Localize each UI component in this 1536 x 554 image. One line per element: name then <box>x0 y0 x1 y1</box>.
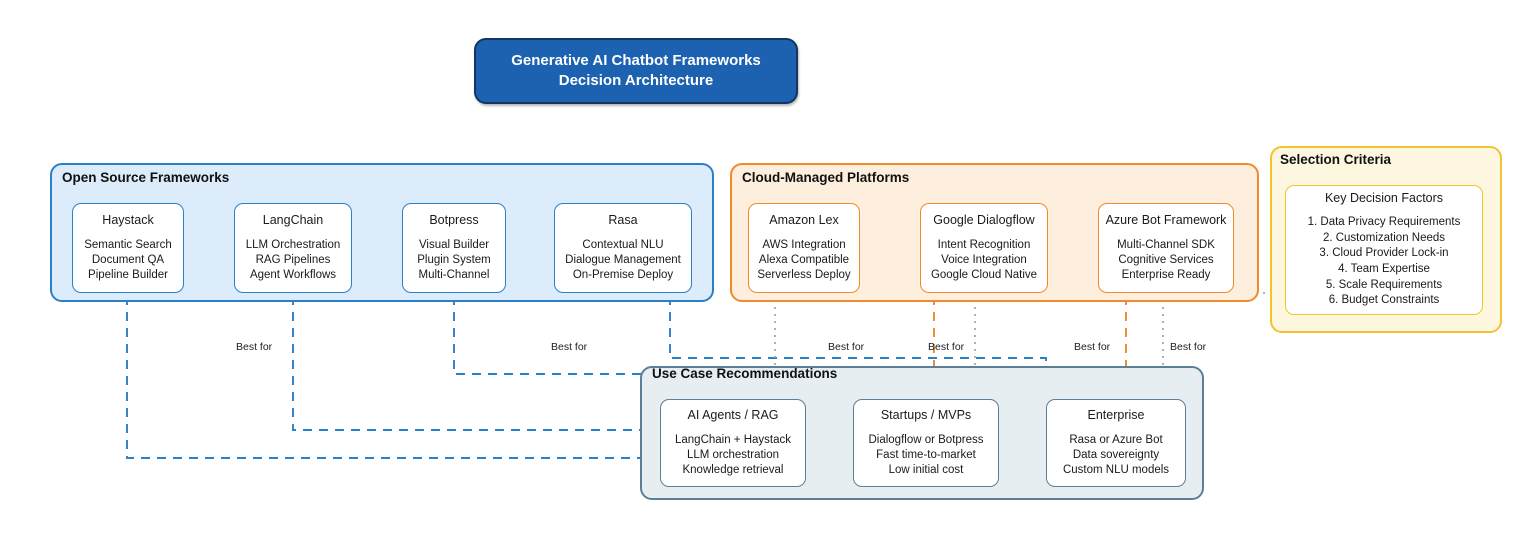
card-botpress-features: Visual Builder Plugin System Multi-Chann… <box>417 238 491 282</box>
edge-haystack-to-ai-agents <box>126 296 668 465</box>
card-key-decision-factors-features: 1. Data Privacy Requirements 2. Customiz… <box>1307 216 1461 307</box>
card-haystack-features: Semantic Search Document QA Pipeline Bui… <box>84 238 172 282</box>
card-ai-agents-rag-features: LangChain + Haystack LLM orchestration K… <box>674 433 792 477</box>
group-title-open-source: Open Source Frameworks <box>62 170 230 185</box>
card-rasa-features: Contextual NLU Dialogue Management On-Pr… <box>565 238 681 282</box>
card-google-dialogflow[interactable]: Google Dialogflow Intent Recognition Voi… <box>920 203 1048 293</box>
card-azure-bot-framework[interactable]: Azure Bot Framework Multi-Channel SDK Co… <box>1098 203 1234 293</box>
card-enterprise-features: Rasa or Azure Bot Data sovereignty Custo… <box>1062 433 1170 477</box>
card-enterprise-title: Enterprise <box>1087 407 1145 422</box>
card-ai-agents-rag[interactable]: AI Agents / RAG LangChain + Haystack LLM… <box>660 399 806 487</box>
group-title-selection-criteria: Selection Criteria <box>1280 152 1392 167</box>
card-startups-mvps-title: Startups / MVPs <box>880 407 972 422</box>
title-line-2: Decision Architecture <box>558 72 714 89</box>
card-rasa-title: Rasa <box>608 212 638 227</box>
card-azure-bot-framework-features: Multi-Channel SDK Cognitive Services Ent… <box>1117 238 1215 282</box>
edge-label-best-for-5: Best for <box>1074 341 1111 353</box>
diagram-title: Generative AI Chatbot Frameworks Decisio… <box>474 38 798 104</box>
card-amazon-lex[interactable]: Amazon Lex AWS Integration Alexa Compati… <box>748 203 860 293</box>
card-key-decision-factors-title: Key Decision Factors <box>1324 191 1444 206</box>
card-haystack-title: Haystack <box>102 212 154 227</box>
card-haystack[interactable]: Haystack Semantic Search Document QA Pip… <box>72 203 184 293</box>
card-langchain-title: LangChain <box>262 212 324 227</box>
edge-langchain-to-ai-agents <box>292 296 668 437</box>
card-amazon-lex-features: AWS Integration Alexa Compatible Serverl… <box>757 238 851 282</box>
card-google-dialogflow-features: Intent Recognition Voice Integration Goo… <box>930 238 1038 282</box>
title-line-1: Generative AI Chatbot Frameworks <box>511 51 761 69</box>
card-startups-mvps[interactable]: Startups / MVPs Dialogflow or Botpress F… <box>853 399 999 487</box>
card-botpress-title: Botpress <box>429 212 479 227</box>
card-ai-agents-rag-title: AI Agents / RAG <box>687 407 779 422</box>
edge-label-best-for-1: Best for <box>236 341 273 353</box>
card-azure-bot-framework-title: Azure Bot Framework <box>1105 212 1227 227</box>
edge-label-best-for-2: Best for <box>551 341 588 353</box>
card-google-dialogflow-title: Google Dialogflow <box>933 212 1035 227</box>
group-title-cloud-managed: Cloud-Managed Platforms <box>742 170 910 185</box>
card-rasa[interactable]: Rasa Contextual NLU Dialogue Management … <box>554 203 692 293</box>
card-startups-mvps-features: Dialogflow or Botpress Fast time-to-mark… <box>868 433 984 477</box>
edge-label-best-for-3: Best for <box>828 341 865 353</box>
card-key-decision-factors[interactable]: Key Decision Factors 1. Data Privacy Req… <box>1285 185 1483 315</box>
card-langchain-features: LLM Orchestration RAG Pipelines Agent Wo… <box>245 238 341 282</box>
card-enterprise[interactable]: Enterprise Rasa or Azure Bot Data sovere… <box>1046 399 1186 487</box>
card-langchain[interactable]: LangChain LLM Orchestration RAG Pipeline… <box>234 203 352 293</box>
edge-label-best-for-6: Best for <box>1170 341 1207 353</box>
card-botpress[interactable]: Botpress Visual Builder Plugin System Mu… <box>402 203 506 293</box>
group-title-use-cases: Use Case Recommendations <box>652 366 838 381</box>
card-amazon-lex-title: Amazon Lex <box>769 212 839 227</box>
edge-label-best-for-4: Best for <box>928 341 965 353</box>
